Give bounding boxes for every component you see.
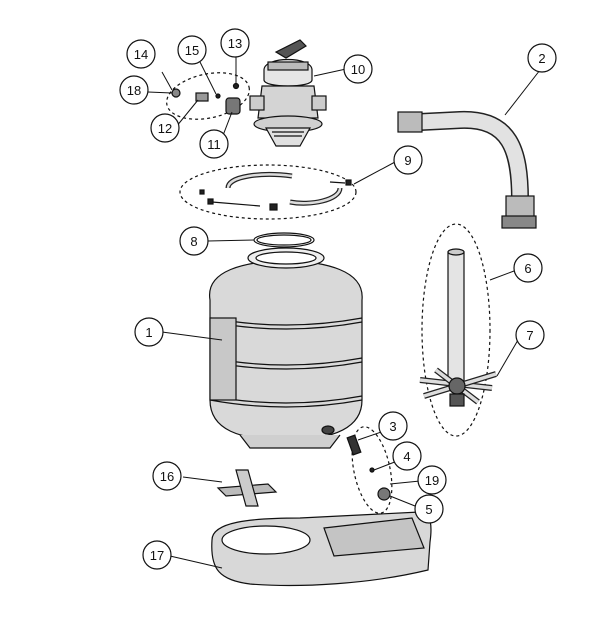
callout-label-11: 11: [207, 137, 221, 152]
callout-label-18: 18: [127, 83, 141, 98]
callout-13: [220, 28, 250, 58]
callout-7: [515, 320, 545, 350]
callout-19: [417, 465, 447, 495]
clamp-assembly: [179, 164, 357, 220]
callout-label-19: 19: [425, 473, 439, 488]
callout-labels: 1 2 3 4 5 6 7 8 9 10 11 12 13 14 15 16 1…: [127, 36, 546, 563]
callout-label-13: 13: [228, 36, 242, 51]
callout-label-10: 10: [351, 62, 365, 77]
callout-14: [126, 39, 156, 69]
callout-circles: [119, 28, 557, 570]
callout-label-4: 4: [403, 449, 410, 464]
callout-18: [119, 75, 149, 105]
callout-label-12: 12: [158, 121, 172, 136]
filter-tank: [209, 247, 363, 449]
callout-label-16: 16: [160, 469, 174, 484]
callout-2: [527, 43, 557, 73]
filter-stand: [211, 511, 432, 587]
callout-label-15: 15: [185, 43, 199, 58]
callout-label-2: 2: [538, 51, 545, 66]
callout-10: [343, 54, 373, 84]
callout-12: [150, 113, 180, 143]
callout-17: [142, 540, 172, 570]
callout-4: [392, 441, 422, 471]
callout-5: [414, 494, 444, 524]
callout-6: [513, 253, 543, 283]
callout-label-8: 8: [190, 234, 197, 249]
callout-9: [393, 145, 423, 175]
valve-small-parts: [166, 72, 250, 120]
callout-label-1: 1: [145, 325, 152, 340]
callout-label-7: 7: [526, 328, 533, 343]
callout-16: [152, 461, 182, 491]
lateral-standpipe: [419, 223, 497, 437]
callout-15: [177, 35, 207, 65]
base-support: [216, 469, 278, 507]
callout-1: [134, 317, 164, 347]
connection-hose: [397, 110, 537, 229]
o-ring: [253, 232, 315, 248]
callout-3: [378, 411, 408, 441]
callout-label-5: 5: [425, 502, 432, 517]
callout-label-9: 9: [404, 153, 411, 168]
callout-8: [179, 226, 209, 256]
callout-label-6: 6: [524, 261, 531, 276]
callout-label-3: 3: [389, 419, 396, 434]
multiport-valve: [249, 39, 327, 147]
callout-11: [199, 129, 229, 159]
callout-label-14: 14: [134, 47, 148, 62]
callout-label-17: 17: [150, 548, 164, 563]
